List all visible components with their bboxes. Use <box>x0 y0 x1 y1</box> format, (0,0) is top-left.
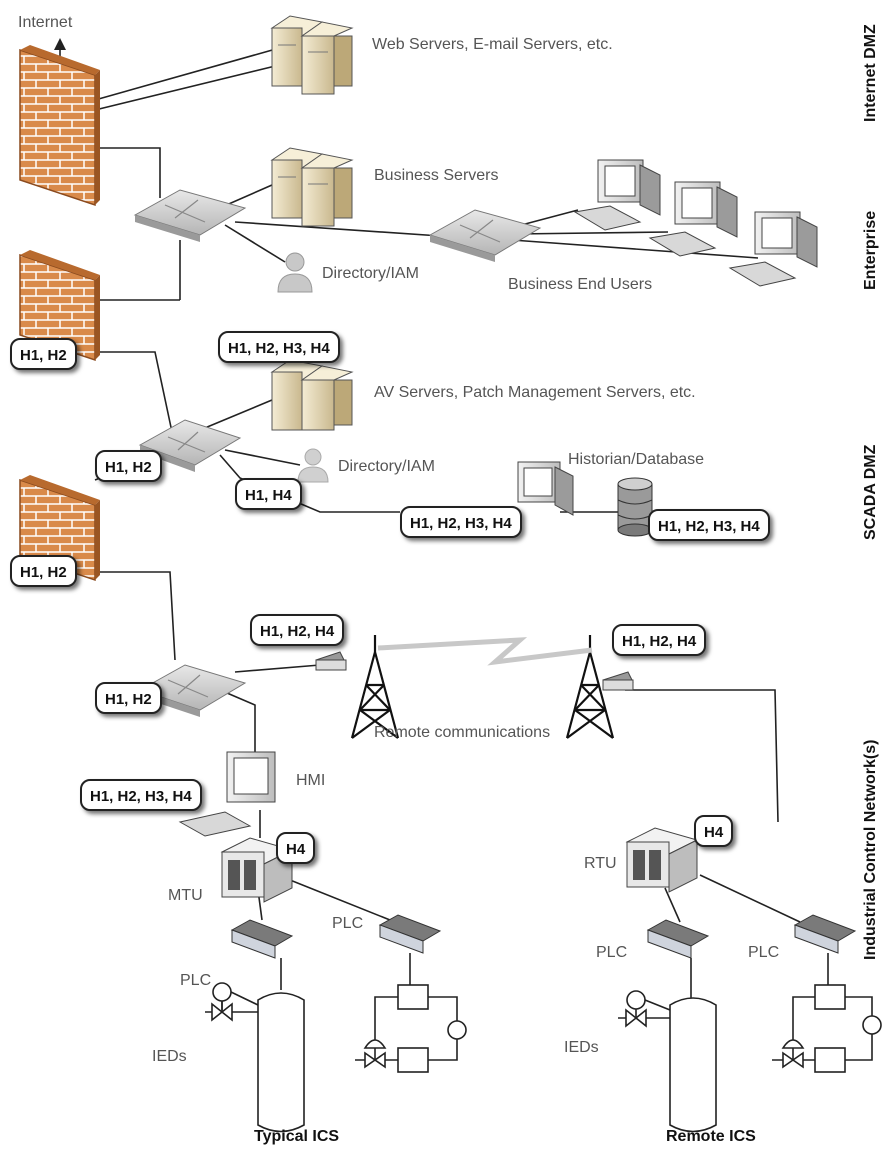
business-servers-label: Business Servers <box>374 167 499 184</box>
hmi-workstation-icon <box>178 751 276 837</box>
hazard-badge: H4 <box>276 832 316 864</box>
plc-icon <box>646 919 710 959</box>
hazard-badge: H1, H2, H4 <box>250 614 345 646</box>
ieds-label: IEDs <box>152 1048 187 1065</box>
radio-tower-icon <box>350 635 400 739</box>
av-servers-label: AV Servers, Patch Management Servers, et… <box>374 384 696 401</box>
directory-iam-label: Directory/IAM <box>322 265 419 282</box>
rtu-icon <box>625 827 699 893</box>
workstation-icon <box>728 211 818 287</box>
hazard-badge: H4 <box>694 815 734 847</box>
hazard-badge: H1, H2, H3, H4 <box>400 506 522 538</box>
rtu-label: RTU <box>584 855 617 872</box>
user-icon <box>277 252 313 293</box>
modem-icon <box>602 671 634 691</box>
plc-label: PLC <box>748 944 780 961</box>
plc-label: PLC <box>180 972 212 989</box>
directory-iam-label: Directory/IAM <box>338 458 435 475</box>
wireless-link-icon <box>377 637 593 666</box>
business-end-users-label: Business End Users <box>508 276 653 293</box>
historian-label: Historian/Database <box>568 451 705 468</box>
hmi-label: HMI <box>296 772 326 789</box>
zone-scada-dmz: SCADA DMZ <box>862 444 879 540</box>
remote-communications-label: Remote communications <box>374 724 551 741</box>
database-icon <box>617 477 653 537</box>
firewall-icon <box>19 45 100 207</box>
zone-internet-dmz: Internet DMZ <box>862 24 879 122</box>
mtu-label: MTU <box>168 887 203 904</box>
web-servers-label: Web Servers, E-mail Servers, etc. <box>372 36 613 53</box>
modem-icon <box>315 651 347 671</box>
tank-icon <box>205 958 305 1133</box>
hazard-badge: H1, H2 <box>10 338 77 370</box>
typical-ics-label: Typical ICS <box>254 1128 340 1145</box>
historian-workstation-icon <box>517 461 574 516</box>
workstation-icon <box>573 159 661 231</box>
hazard-badge: H1, H2, H3, H4 <box>218 331 340 363</box>
zone-industrial-control: Industrial Control Network(s) <box>862 739 879 960</box>
server-icon <box>270 15 354 95</box>
internet-label: Internet <box>18 14 73 31</box>
server-icon <box>270 359 354 431</box>
plc-icon <box>378 914 442 954</box>
hazard-badge: H1, H2 <box>95 682 162 714</box>
remote-ics-label: Remote ICS <box>666 1128 756 1145</box>
switch-icon <box>133 189 247 242</box>
hazard-badge: H1, H2 <box>10 555 77 587</box>
hazard-badge: H1, H2, H3, H4 <box>80 779 202 811</box>
radio-tower-icon <box>565 635 615 739</box>
zone-enterprise: Enterprise <box>862 210 879 290</box>
ieds-label: IEDs <box>564 1039 599 1056</box>
workstation-icon <box>648 181 738 257</box>
user-icon <box>297 448 329 483</box>
hazard-badge: H1, H4 <box>235 478 302 510</box>
switch-icon <box>428 209 542 262</box>
firewall-icon <box>19 250 100 362</box>
plc-icon <box>230 919 294 959</box>
hazard-badge: H1, H2, H4 <box>612 624 707 656</box>
plc-label: PLC <box>332 915 364 932</box>
tank-icon <box>618 958 717 1133</box>
hazard-badge: H1, H2, H3, H4 <box>648 509 770 541</box>
plc-icon <box>793 914 857 954</box>
control-loop-icon <box>772 953 882 1073</box>
plc-label: PLC <box>596 944 628 961</box>
hazard-badge: H1, H2 <box>95 450 162 482</box>
control-loop-icon <box>355 953 467 1073</box>
server-icon <box>270 147 354 227</box>
